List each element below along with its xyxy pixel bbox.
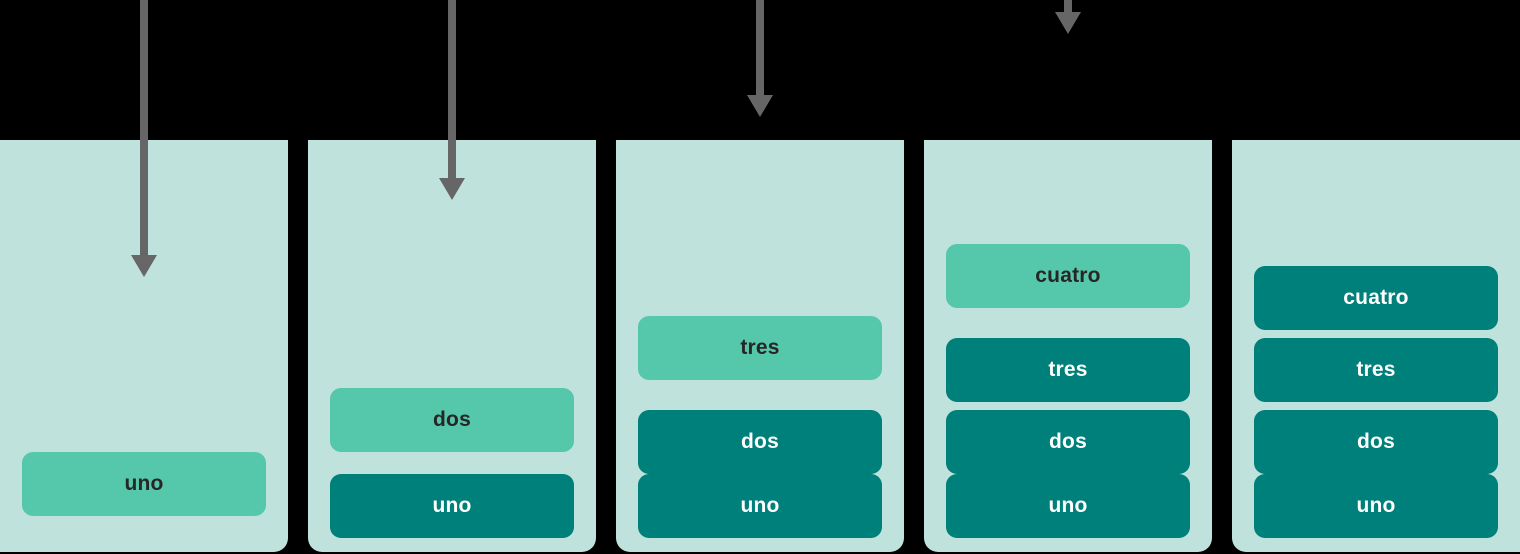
push-arrow-icon [1055, 0, 1081, 34]
stack-cell: dos [638, 410, 882, 474]
push-arrow-head [1055, 12, 1081, 34]
push-arrow-shaft [756, 0, 764, 95]
stack-cell: dos [946, 410, 1190, 474]
stack-cell: uno [22, 452, 266, 516]
stack-cell: uno [946, 474, 1190, 538]
stack-cell: uno [330, 474, 574, 538]
stack-cell: dos [1254, 410, 1498, 474]
stack-cell: tres [1254, 338, 1498, 402]
stack-cell: dos [330, 388, 574, 452]
stack-panel-step-2: dos uno [308, 140, 596, 552]
stack-cell: uno [638, 474, 882, 538]
stack-panel-step-1: uno [0, 140, 288, 552]
push-arrow-shaft [1064, 0, 1072, 12]
push-arrow-head [747, 95, 773, 117]
push-arrow-icon [747, 0, 773, 117]
stack-cell: cuatro [1254, 266, 1498, 330]
stack-cell: cuatro [946, 244, 1190, 308]
stack-cell: tres [946, 338, 1190, 402]
stack-cell: uno [1254, 474, 1498, 538]
stack-cell: tres [638, 316, 882, 380]
